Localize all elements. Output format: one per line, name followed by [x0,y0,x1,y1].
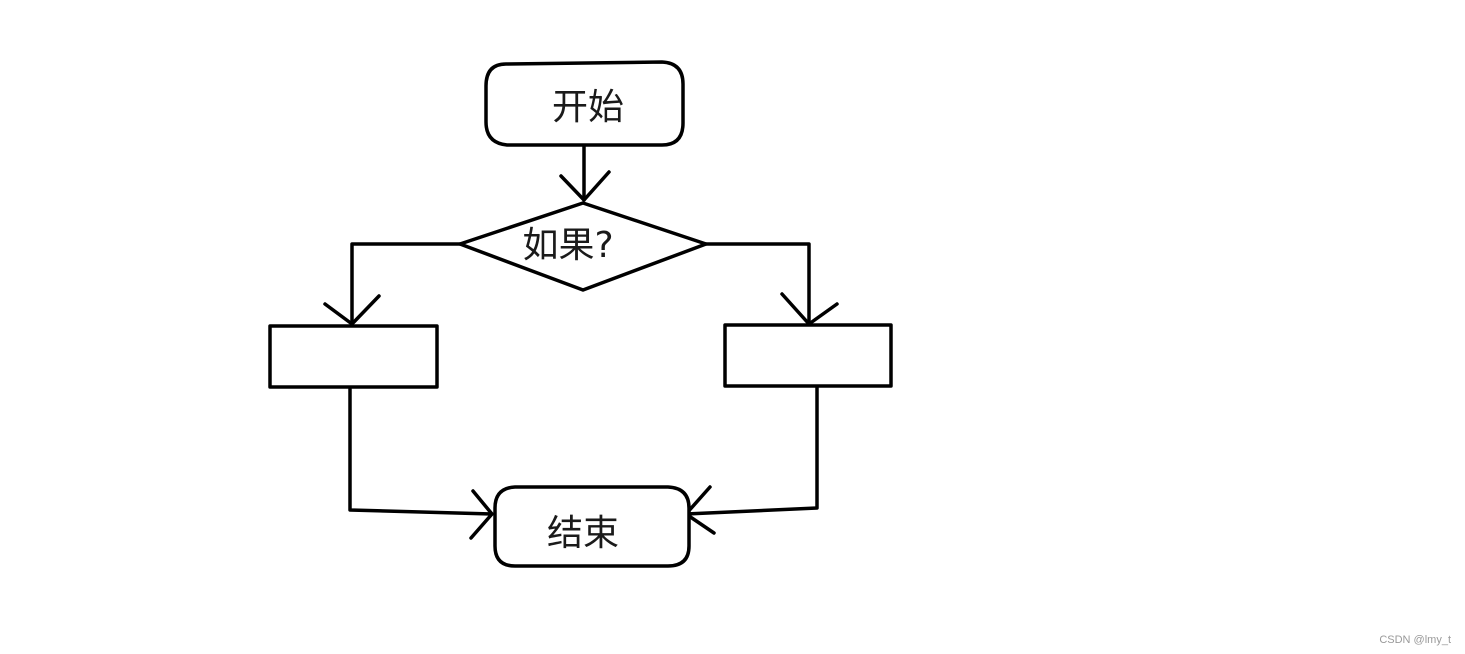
connector-line [684,386,819,516]
left-process-node-shape [268,324,439,389]
left-process-node [268,324,439,389]
connector-line [348,387,494,516]
connector-start-to-decision [559,145,611,202]
start-node-shape [484,60,685,147]
connector-right-to-end [684,386,819,535]
decision-node: 如果? [458,201,708,292]
right-process-node [723,323,893,388]
decision-node-shape [458,201,708,292]
end-node-label: 结束 [547,513,619,554]
right-process-node-shape [723,323,893,388]
connector-line [350,242,462,326]
arrowhead [559,170,611,202]
watermark: CSDN @lmy_t [1379,634,1451,646]
connector-decision-to-right [704,242,839,326]
start-node-label: 开始 [552,87,624,128]
end-node: 结束 [493,485,691,568]
connector-line [704,242,811,326]
arrowhead [469,489,494,540]
connector-decision-to-left [323,242,462,326]
decision-node-label: 如果? [522,225,613,266]
arrowhead [323,294,381,326]
connector-left-to-end [348,387,494,540]
start-node: 开始 [484,60,685,147]
end-node-shape [493,485,691,568]
